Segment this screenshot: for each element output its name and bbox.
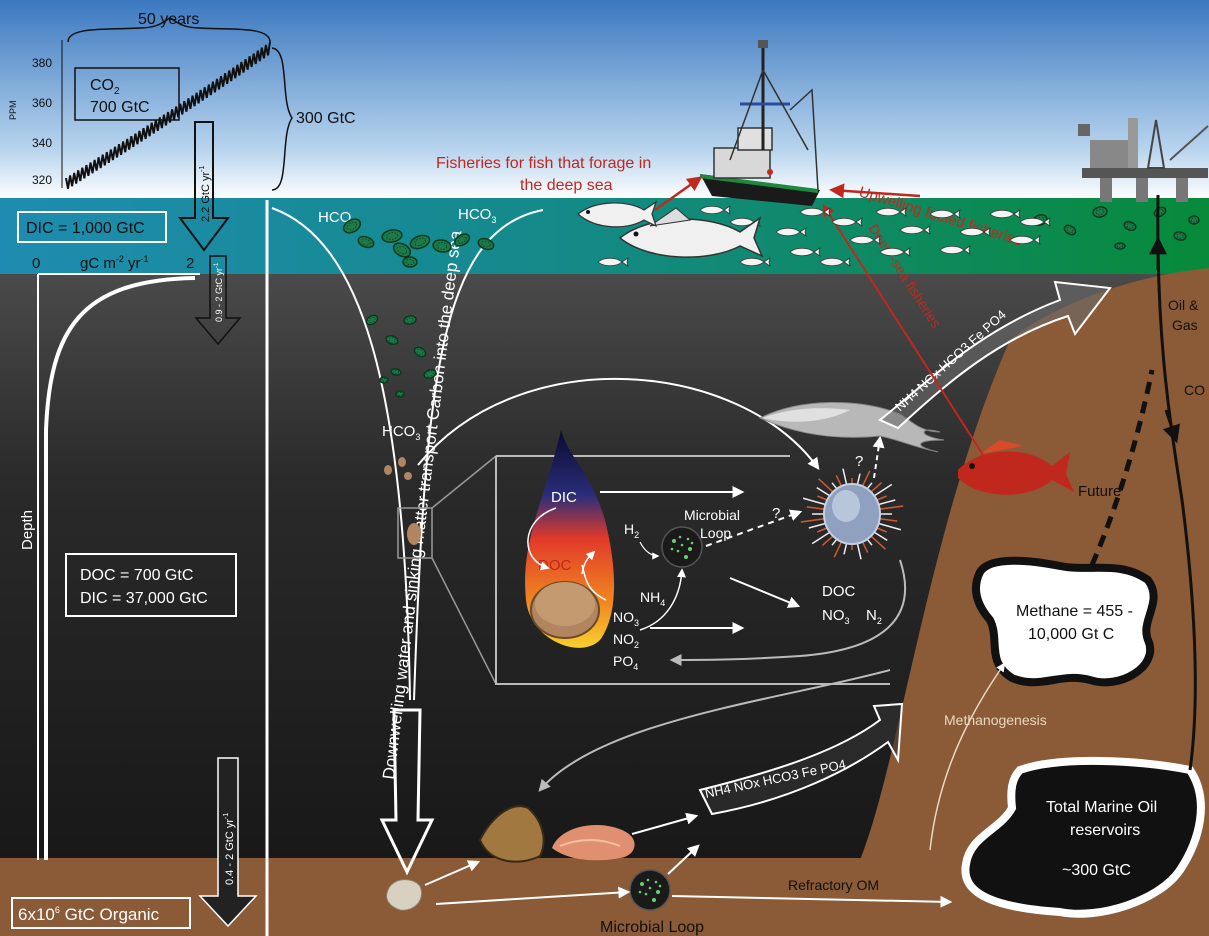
- tuna-medium: [577, 200, 658, 228]
- inset-no3-label: NO3: [613, 609, 639, 628]
- methane-reservoir: [971, 556, 1158, 687]
- depth-label: Depth: [19, 510, 36, 550]
- ppm-tick-340: 340: [32, 136, 52, 150]
- sediment-clump: [478, 805, 545, 863]
- particle-zoomed: [407, 523, 421, 545]
- inset-po4-label: PO4: [613, 653, 638, 672]
- seafloor-flux-arrow: [198, 757, 258, 928]
- oil-reservoir-label-1: Total Marine Oil: [1046, 799, 1157, 816]
- refractory-om-label: Refractory OM: [788, 877, 879, 893]
- co2-amount: 700 GtC: [90, 99, 150, 116]
- oil-reservoir: [961, 756, 1205, 918]
- particle-zoom-box: [397, 507, 433, 559]
- inset-dic-label: DIC: [551, 489, 577, 506]
- benthic-microbe-dots: [638, 878, 662, 902]
- methane-label-1: Methane = 455 -: [1016, 603, 1133, 620]
- deep-reservoir-box: [65, 553, 237, 617]
- microbe-dots: [670, 535, 694, 559]
- profile-axis-zero: 0: [32, 255, 40, 272]
- inset-no2-label: NO2: [613, 631, 639, 650]
- surface-dic-label: DIC = 1,000 GtC: [26, 220, 145, 237]
- air-sea-flux-arrow: [178, 121, 230, 252]
- ppm-tick-380: 380: [32, 56, 52, 70]
- years-label: 50 years: [138, 11, 199, 28]
- inset-microbe-cluster: [661, 526, 703, 568]
- sky-band: [0, 0, 1209, 200]
- inset-h2-label: H2: [624, 521, 639, 540]
- upwelling-curve: [413, 209, 544, 701]
- export-flux-arrow: [194, 255, 242, 346]
- flux-profile-curve: [44, 276, 196, 860]
- deep-doc-label: DOC = 700 GtC: [80, 567, 193, 584]
- benthic-microbe-cluster: [629, 869, 671, 911]
- keeling-curve-inset: [61, 17, 293, 191]
- deep-sea-fish: [958, 440, 1074, 495]
- inset-microbial-label-1: Microbial: [684, 507, 740, 523]
- seafloor-flux-label: 0.4 - 2 GtC yr-1: [223, 813, 236, 885]
- transport-arc: [417, 377, 820, 470]
- downwelling-curve: [271, 207, 411, 701]
- export-flux-label: 0.9 - 2 GtC yr-1: [214, 262, 224, 322]
- sea-cucumber: [552, 825, 635, 861]
- profile-axis-units: gC m-2 yr-1: [80, 254, 149, 272]
- surface-fish-school: [597, 205, 1051, 267]
- out-doc-label: DOC: [822, 583, 856, 600]
- benthic-microbial-loop-label: Microbial Loop: [600, 919, 704, 936]
- future-label: Future: [1078, 483, 1121, 500]
- question-mark-microbe: ?: [772, 505, 780, 522]
- oil-gas-label-1: Oil &: [1168, 297, 1199, 313]
- sediment-organic-label: 6x106 GtC Organic: [18, 905, 160, 924]
- oil-reservoir-amount: ~300 GtC: [1062, 862, 1131, 879]
- deep-dic-label: DIC = 37,000 GtC: [80, 590, 208, 607]
- tuna-large: [618, 207, 764, 258]
- co-label: CO: [1184, 382, 1205, 398]
- co2-label: CO2: [90, 77, 120, 97]
- oil-gas-label-2: Gas: [1172, 317, 1198, 333]
- methane-label-2: 10,000 Gt C: [1028, 626, 1114, 643]
- inset-nh4-label: NH4: [640, 589, 665, 608]
- out-n2-label: N2: [866, 607, 882, 626]
- oil-gas-pipeline: [1156, 194, 1197, 771]
- ppm-tick-320: 320: [32, 173, 52, 187]
- hco3-label-2: HCO3: [458, 206, 496, 225]
- inset-panel-frame: [495, 455, 890, 685]
- ppm-axis-label: PPM: [8, 100, 18, 120]
- surface-dic-box: [17, 211, 167, 243]
- question-mark-squid: ?: [855, 453, 863, 470]
- brace-300-gtc: 300 GtC: [296, 110, 356, 127]
- keeling-curve: [65, 41, 271, 189]
- downwelling-arrow: [379, 708, 435, 876]
- sediment-particle-bottom: [386, 879, 422, 911]
- oil-reservoir-label-2: reservoirs: [1070, 822, 1140, 839]
- phytoplankton-cells: [342, 206, 1200, 398]
- oil-platform: [1078, 118, 1209, 202]
- air-sea-flux-label: 2.2 GtC yr-1: [199, 166, 212, 222]
- profile-axis-two: 2: [186, 255, 194, 272]
- hco3-label-3: HCO3: [382, 423, 420, 442]
- fisheries-forage-label-2: the deep sea: [520, 177, 613, 194]
- sediment-organic-box: [11, 897, 191, 929]
- sinking-particles: [384, 457, 412, 480]
- inset-microbial-label-2: Loop: [700, 525, 731, 541]
- methanogenesis-label: Methanogenesis: [944, 712, 1047, 728]
- ppm-tick-360: 360: [32, 96, 52, 110]
- jellyfish-organism: [800, 468, 904, 560]
- out-no3-label: NO3: [822, 607, 850, 626]
- future-methane-path: [1089, 369, 1155, 566]
- fisheries-forage-label-1: Fisheries for fish that forage in: [436, 155, 651, 172]
- fishing-boat: [699, 40, 820, 206]
